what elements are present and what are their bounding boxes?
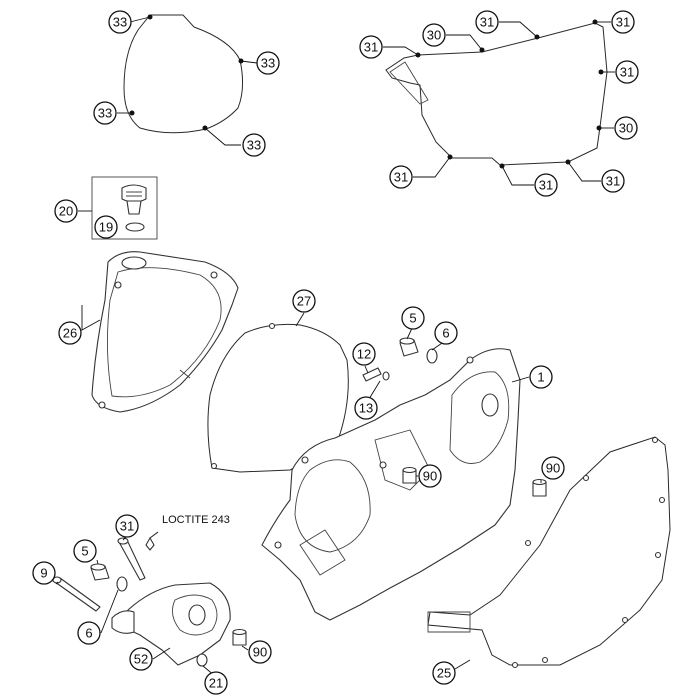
callout-31-f: 31 bbox=[534, 173, 558, 197]
callout-30-b: 30 bbox=[614, 116, 638, 140]
callout-6-lower: 6 bbox=[77, 621, 101, 645]
svg-text:90: 90 bbox=[546, 461, 560, 476]
callout-30-a: 30 bbox=[422, 23, 446, 47]
plug-5-upper bbox=[399, 337, 419, 357]
gasket-27 bbox=[207, 322, 349, 473]
callout-52: 52 bbox=[129, 647, 153, 671]
screw-12 bbox=[362, 367, 382, 382]
callout-90-right: 90 bbox=[541, 456, 565, 480]
callout-90-middle: 90 bbox=[418, 464, 442, 488]
svg-text:31: 31 bbox=[364, 40, 378, 55]
svg-text:90: 90 bbox=[423, 469, 437, 484]
loctite-drop bbox=[145, 537, 155, 551]
filler-plug-set-20 bbox=[91, 176, 158, 240]
callout-90-lower: 90 bbox=[248, 640, 272, 664]
bushing-90-right bbox=[532, 478, 547, 497]
svg-text:1: 1 bbox=[537, 370, 544, 385]
gasket-33 bbox=[123, 14, 244, 134]
svg-text:33: 33 bbox=[98, 106, 112, 121]
callout-27: 27 bbox=[292, 289, 316, 313]
svg-text:31: 31 bbox=[120, 519, 134, 534]
plug-5-lower bbox=[90, 563, 110, 581]
callout-5-upper: 5 bbox=[401, 306, 425, 330]
bushing-90-lower bbox=[232, 628, 247, 646]
svg-text:27: 27 bbox=[297, 294, 311, 309]
callout-31-a: 31 bbox=[359, 35, 383, 59]
svg-text:31: 31 bbox=[616, 15, 630, 30]
svg-text:33: 33 bbox=[113, 15, 127, 30]
loctite-note: LOCTITE 243 bbox=[162, 514, 230, 526]
washer-13 bbox=[382, 371, 390, 381]
svg-text:5: 5 bbox=[81, 544, 88, 559]
callout-19: 19 bbox=[94, 215, 118, 239]
callout-31-e: 31 bbox=[389, 165, 413, 189]
svg-text:13: 13 bbox=[359, 401, 373, 416]
callout-5-lower: 5 bbox=[73, 539, 97, 563]
callout-12: 12 bbox=[352, 342, 376, 366]
svg-text:25: 25 bbox=[437, 666, 451, 681]
svg-text:31: 31 bbox=[606, 174, 620, 189]
callout-1: 1 bbox=[529, 365, 553, 389]
svg-text:6: 6 bbox=[442, 326, 449, 341]
water-pump-cover-52 bbox=[111, 582, 231, 666]
svg-text:20: 20 bbox=[59, 204, 73, 219]
gasket-31 bbox=[385, 19, 608, 169]
callout-6-upper: 6 bbox=[434, 321, 458, 345]
callout-26: 26 bbox=[58, 321, 82, 345]
callout-31-b: 31 bbox=[475, 10, 499, 34]
callout-33-c: 33 bbox=[93, 101, 117, 125]
svg-text:31: 31 bbox=[394, 170, 408, 185]
leader-lines bbox=[55, 16, 615, 677]
callout-25: 25 bbox=[432, 661, 456, 685]
washer-6-upper bbox=[426, 348, 438, 364]
svg-text:31: 31 bbox=[539, 178, 553, 193]
callout-9: 9 bbox=[32, 561, 56, 585]
svg-text:21: 21 bbox=[209, 676, 223, 691]
svg-text:6: 6 bbox=[85, 626, 92, 641]
svg-text:19: 19 bbox=[99, 220, 113, 235]
callout-31-g: 31 bbox=[601, 169, 625, 193]
svg-text:30: 30 bbox=[427, 28, 441, 43]
svg-text:9: 9 bbox=[40, 566, 47, 581]
o-ring-21 bbox=[196, 653, 208, 667]
clutch-cover-26 bbox=[91, 251, 239, 413]
svg-text:90: 90 bbox=[253, 645, 267, 660]
callout-13: 13 bbox=[354, 396, 378, 420]
gasket-25 bbox=[427, 436, 671, 669]
svg-text:30: 30 bbox=[619, 121, 633, 136]
callout-31-lower: 31 bbox=[115, 514, 139, 538]
svg-text:33: 33 bbox=[261, 56, 275, 71]
callout-33-b: 33 bbox=[256, 51, 280, 75]
svg-text:5: 5 bbox=[409, 311, 416, 326]
callout-33-a: 33 bbox=[108, 10, 132, 34]
washer-6-lower bbox=[116, 576, 128, 592]
svg-text:31: 31 bbox=[620, 65, 634, 80]
callout-21: 21 bbox=[204, 671, 228, 695]
svg-text:31: 31 bbox=[480, 15, 494, 30]
callout-31-c: 31 bbox=[611, 10, 635, 34]
svg-text:12: 12 bbox=[357, 347, 371, 362]
svg-text:26: 26 bbox=[63, 326, 77, 341]
svg-text:52: 52 bbox=[134, 652, 148, 667]
svg-text:33: 33 bbox=[247, 138, 261, 153]
bolt-31-lower bbox=[117, 537, 146, 581]
callout-31-d: 31 bbox=[615, 60, 639, 84]
bushing-90-middle bbox=[402, 466, 417, 484]
callout-20: 20 bbox=[54, 199, 78, 223]
callout-33-d: 33 bbox=[242, 133, 266, 157]
crankcase-cover-1 bbox=[261, 348, 521, 621]
bolt-9 bbox=[52, 576, 101, 612]
